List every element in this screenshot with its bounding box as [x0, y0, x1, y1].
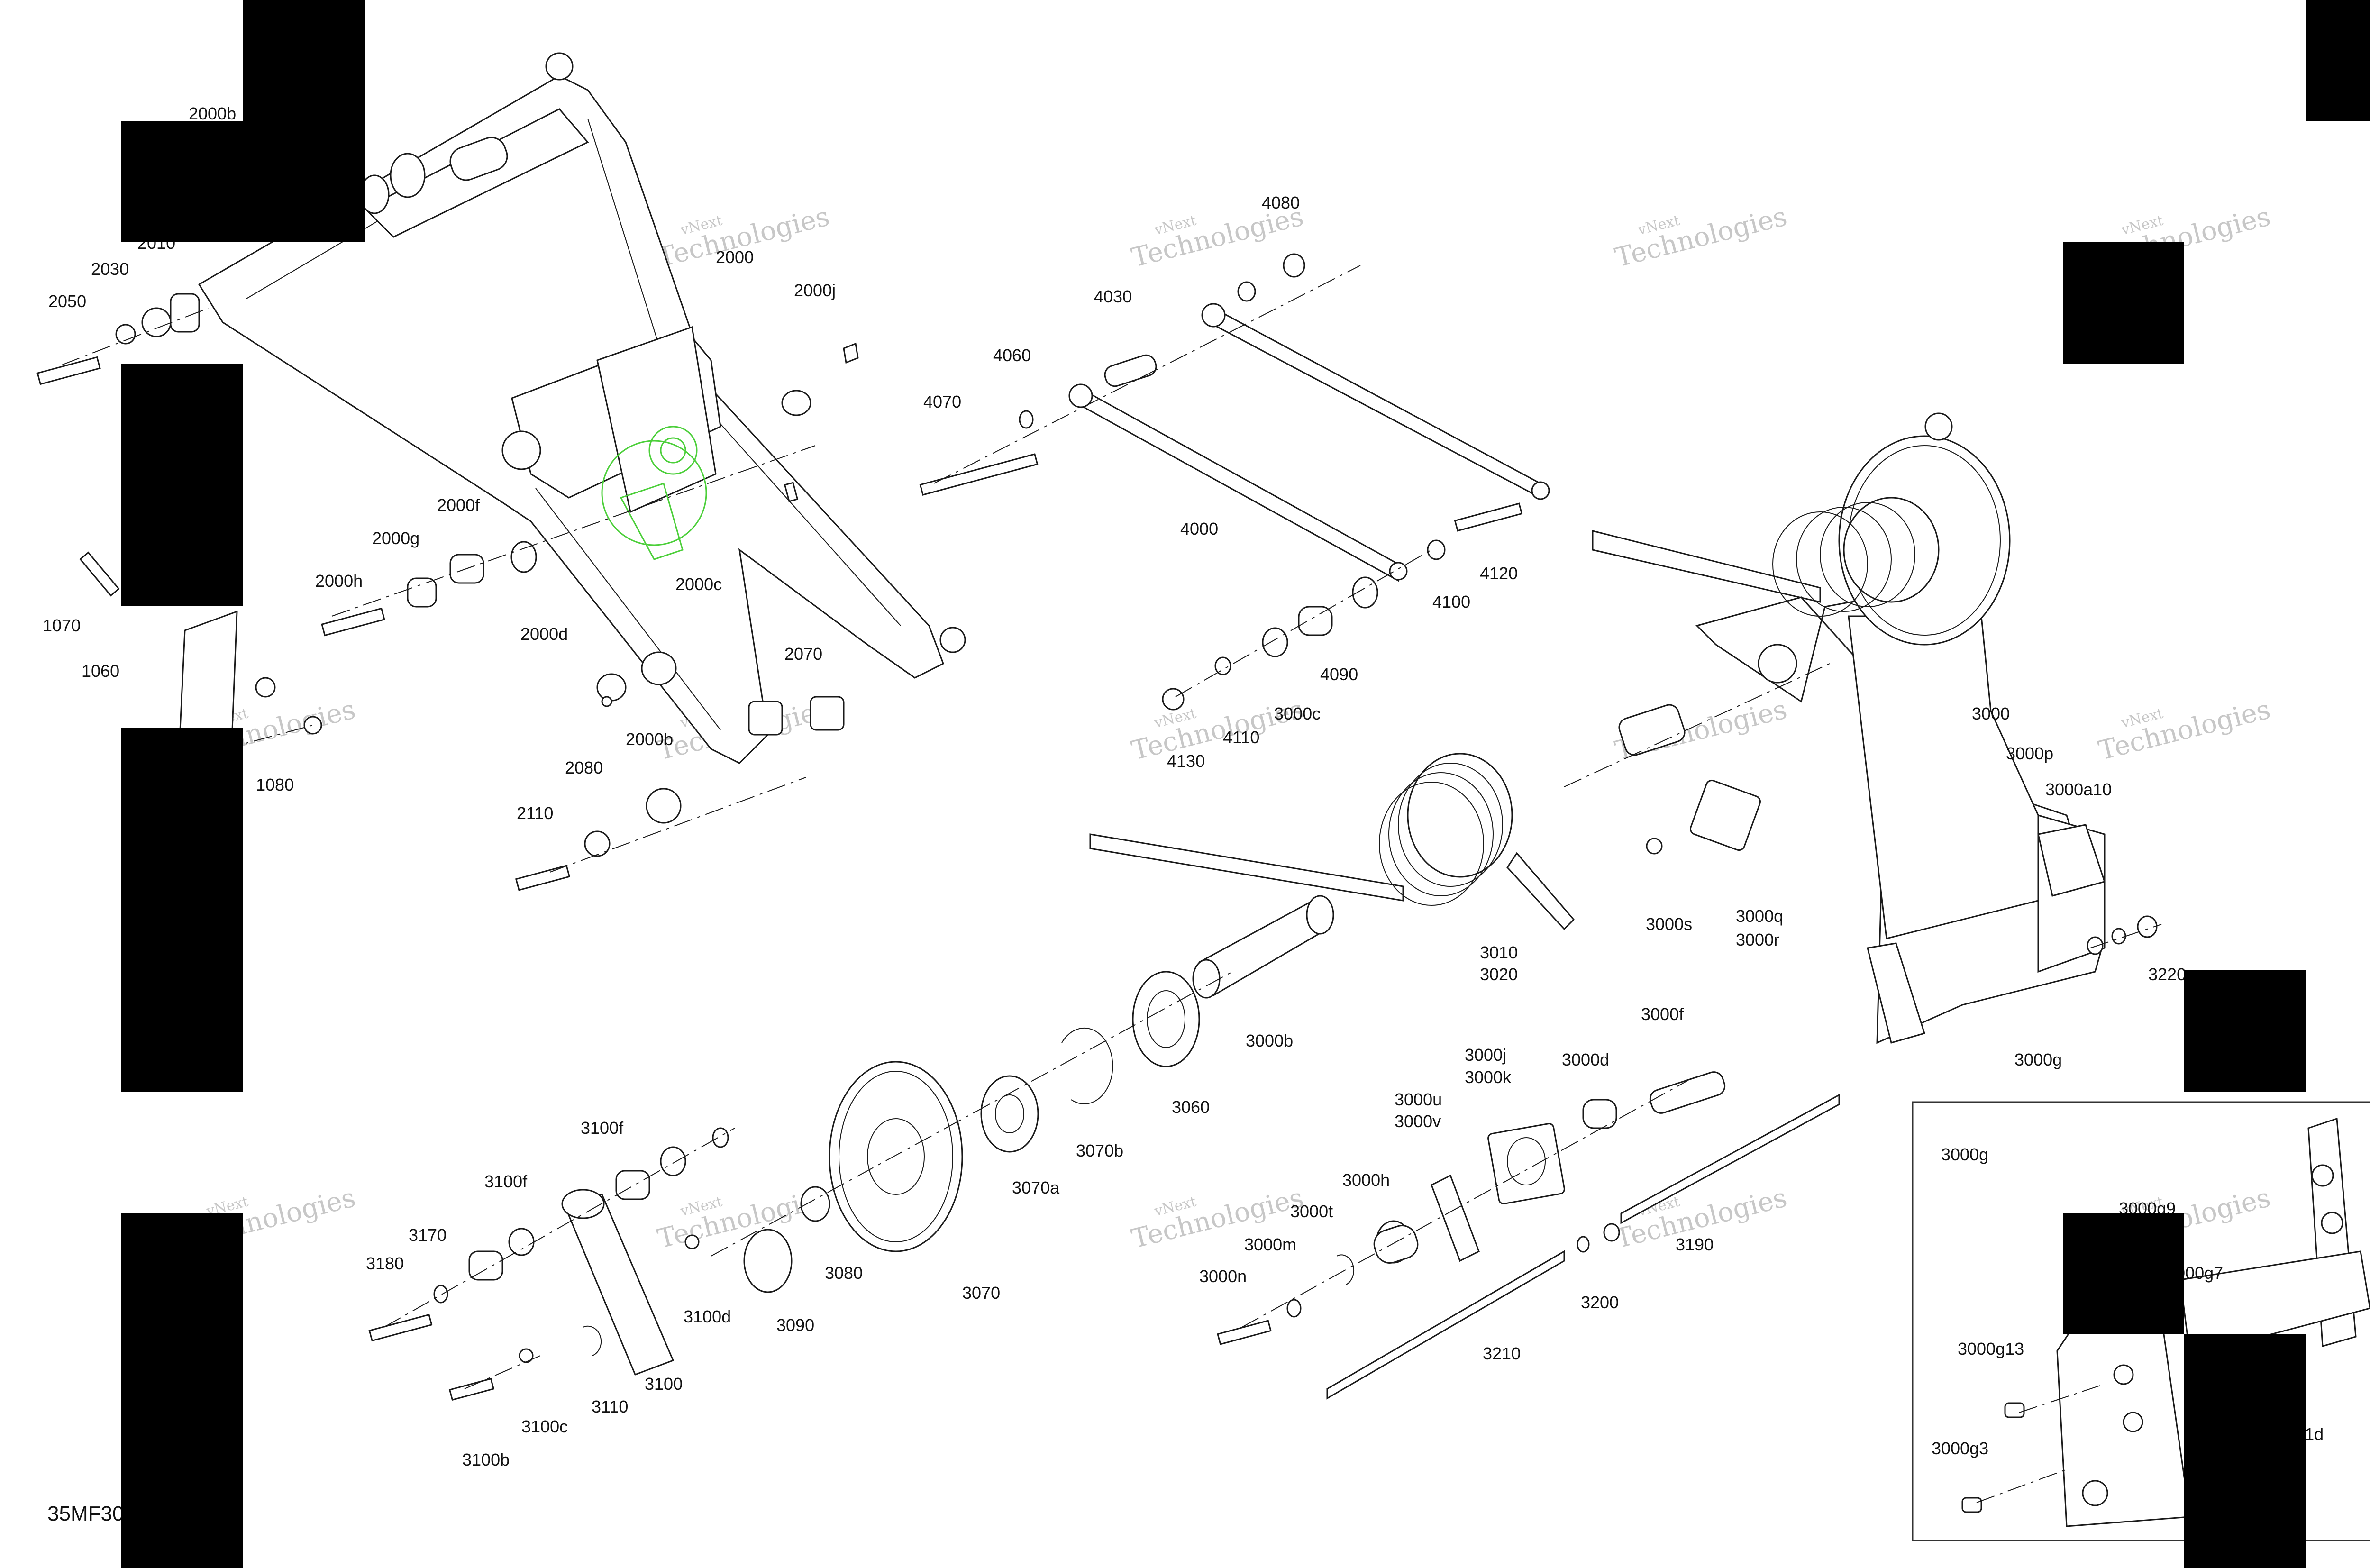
callout-2030: 2030 — [91, 259, 129, 279]
front-arm-assembly — [36, 52, 966, 891]
callout-4130: 4130 — [1167, 751, 1205, 771]
callout-2110: 2110 — [517, 803, 553, 823]
callout-3020: 3020 — [1480, 965, 1518, 984]
bearing-block-assembly — [1217, 1071, 1840, 1400]
redaction-block — [121, 1213, 243, 1568]
callout-3000k: 3000k — [1465, 1067, 1512, 1087]
callout-3170: 3170 — [409, 1225, 447, 1245]
tie-rods-assembly — [919, 253, 1550, 711]
redaction-block — [2063, 242, 2184, 364]
callout-3210: 3210 — [1483, 1344, 1521, 1363]
idler-wheel-assembly — [368, 971, 1233, 1401]
callout-3000q: 3000q — [1736, 906, 1783, 926]
callout-2000: 2000 — [716, 247, 754, 267]
redaction-block — [121, 121, 365, 242]
callout-1060: 1060 — [82, 661, 119, 681]
callout-3000c: 3000c — [1274, 704, 1321, 723]
watermark: vNext Technologies — [2096, 694, 2273, 766]
callout-2000f: 2000f — [437, 495, 480, 515]
redaction-block — [243, 0, 365, 121]
callout-3000f: 3000f — [1641, 1004, 1684, 1024]
callout-2070: 2070 — [784, 644, 822, 664]
diagram-code: 35MF30 — [47, 1502, 124, 1525]
callout-3010: 3010 — [1480, 943, 1518, 962]
callout-3100b: 3100b — [462, 1450, 510, 1469]
callout-3090: 3090 — [776, 1315, 814, 1335]
part-2000c-highlight — [601, 426, 707, 560]
watermark-line2: Technologies — [1612, 201, 1790, 273]
callout-3000d: 3000d — [1562, 1050, 1609, 1069]
redaction-block — [2063, 1213, 2184, 1334]
callout-3000u: 3000u — [1395, 1090, 1442, 1109]
watermark-line2: Technologies — [2096, 694, 2273, 766]
callout-3070a: 3070a — [1012, 1178, 1060, 1197]
callout-3000g13: 3000g13 — [1958, 1339, 2024, 1358]
callout-2050: 2050 — [48, 292, 86, 311]
callout-2000d: 2000d — [520, 624, 568, 644]
callout-3110: 3110 — [592, 1397, 628, 1416]
callout-3220: 3220 — [2148, 965, 2186, 984]
callout-2000b-lower: 2000b — [626, 729, 673, 749]
callout-2000b: 2000b — [189, 104, 236, 123]
callout-3000: 3000 — [1972, 704, 2010, 723]
callout-3000p: 3000p — [2006, 744, 2053, 763]
callout-2000h: 2000h — [315, 571, 363, 591]
callout-1070: 1070 — [43, 616, 81, 635]
inset-detail — [1912, 1101, 2370, 1541]
callout-2000g: 2000g — [372, 529, 419, 548]
callout-3070b: 3070b — [1076, 1141, 1123, 1160]
callout-3000n: 3000n — [1199, 1267, 1247, 1286]
callout-3100: 3100 — [645, 1374, 683, 1394]
inset-frame — [1912, 1101, 2370, 1541]
callout-3180: 3180 — [366, 1254, 404, 1273]
callout-3000t: 3000t — [1290, 1202, 1333, 1221]
redaction-block — [2184, 1334, 2306, 1568]
callout-3000v: 3000v — [1395, 1112, 1441, 1131]
callout-4030: 4030 — [1094, 287, 1132, 306]
redaction-block — [2306, 0, 2370, 121]
spring-assembly — [1089, 753, 1575, 999]
callout-4080: 4080 — [1262, 193, 1300, 212]
callout-3100f: 3100f — [581, 1118, 624, 1138]
rear-arm-assembly — [1564, 412, 2162, 1044]
callout-inset-3000g: 3000g — [1941, 1145, 1988, 1164]
callout-4070: 4070 — [923, 392, 961, 411]
redaction-block — [2184, 970, 2306, 1092]
callout-3000m: 3000m — [1244, 1235, 1296, 1254]
callout-3000g3: 3000g3 — [1932, 1439, 1988, 1458]
callout-3000h: 3000h — [1342, 1170, 1390, 1190]
callout-2000j: 2000j — [794, 281, 836, 300]
callout-4090: 4090 — [1320, 665, 1358, 684]
callout-4000: 4000 — [1180, 519, 1218, 538]
redaction-block — [121, 364, 243, 606]
callout-2080: 2080 — [565, 758, 603, 777]
callout-3100d: 3100d — [684, 1307, 731, 1326]
callout-3000r: 3000r — [1736, 930, 1779, 949]
callout-4060: 4060 — [993, 346, 1031, 365]
callout-3100c: 3100c — [521, 1417, 568, 1436]
callout-4120: 4120 — [1480, 564, 1518, 583]
callout-4100: 4100 — [1432, 592, 1470, 611]
callout-3190: 3190 — [1676, 1235, 1714, 1254]
callout-3100f-lower: 3100f — [484, 1172, 528, 1191]
callout-3070: 3070 — [962, 1283, 1000, 1303]
redaction-block — [121, 728, 243, 1092]
callout-3060: 3060 — [1172, 1097, 1210, 1117]
callout-3080: 3080 — [825, 1263, 863, 1283]
watermark: vNext Technologies — [1612, 201, 1790, 273]
callout-3000s: 3000s — [1646, 914, 1692, 934]
callout-3000b: 3000b — [1246, 1031, 1293, 1050]
callout-3200: 3200 — [1581, 1293, 1619, 1312]
callout-3000a10: 3000a10 — [2045, 780, 2112, 799]
callout-labels: 2000b 2010 2030 2050 2000 2000j 2000f 20… — [43, 104, 2324, 1469]
callout-2000c: 2000c — [675, 574, 722, 594]
callout-3000j: 3000j — [1465, 1045, 1506, 1065]
callout-1080: 1080 — [256, 775, 294, 794]
callout-4110: 4110 — [1223, 728, 1259, 747]
redaction-blocks — [121, 0, 2370, 1568]
callout-3000g: 3000g — [2014, 1050, 2062, 1069]
